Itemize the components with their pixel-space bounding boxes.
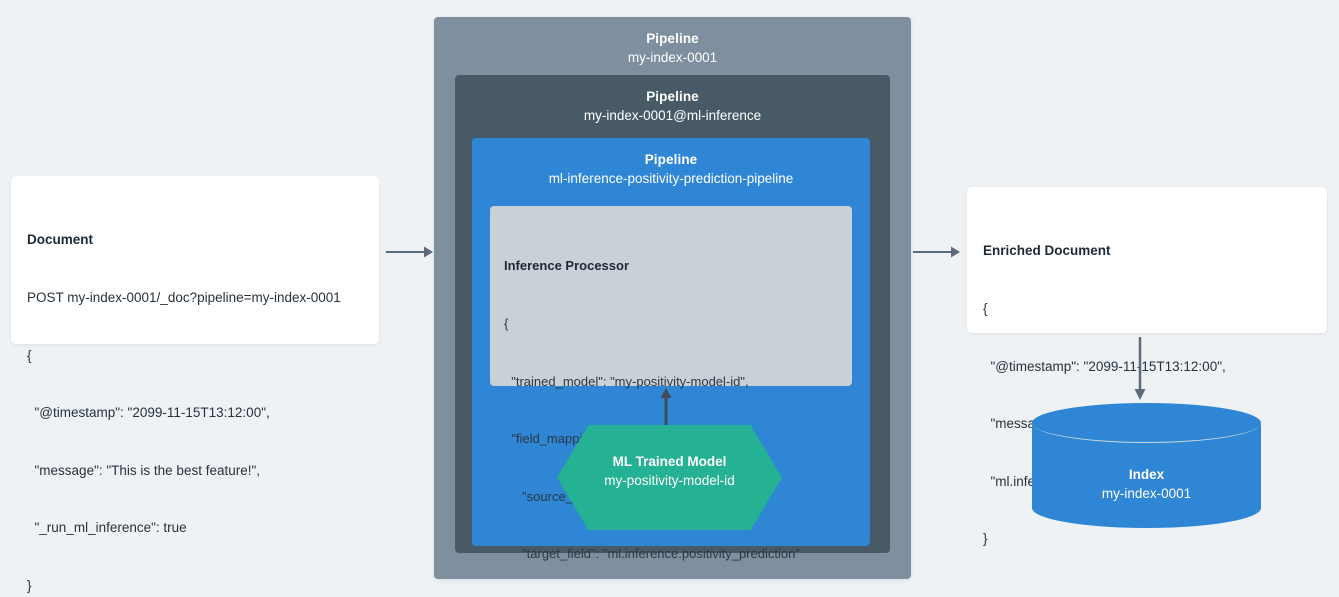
pipeline-inner-name: ml-inference-positivity-prediction-pipel…	[548, 171, 794, 186]
document-card-line-0: POST my-index-0001/_doc?pipeline=my-inde…	[27, 290, 341, 306]
document-card-line-1: {	[27, 347, 32, 363]
arrow-enriched-to-index-icon	[1132, 337, 1148, 406]
document-card-line-5: }	[27, 578, 32, 594]
document-card-line-3: "message": "This is the best feature!",	[27, 462, 261, 478]
pipeline-mid-name: my-index-0001@ml-inference	[583, 108, 762, 123]
index-cylinder-bottom	[1032, 488, 1261, 528]
index-label: Index	[1128, 467, 1165, 482]
index-cylinder-top	[1032, 403, 1261, 443]
ml-trained-model-name: my-positivity-model-id	[604, 473, 735, 488]
inference-processor-box: Inference Processor { "trained_model": "…	[490, 206, 852, 561]
document-card-title: Document	[27, 232, 94, 248]
document-card-line-4: "_run_ml_inference": true	[27, 520, 187, 536]
enriched-document-card: Enriched Document { "@timestamp": "2099-…	[967, 187, 1327, 546]
enriched-document-title: Enriched Document	[983, 243, 1111, 259]
enriched-document-line-0: {	[983, 301, 988, 317]
pipeline-mid-header: Pipeline my-index-0001@ml-inference	[455, 75, 890, 125]
enriched-document-line-4: }	[983, 531, 988, 547]
arrow-model-to-processor-icon	[658, 388, 674, 433]
pipeline-mid-label: Pipeline	[646, 89, 699, 104]
document-card-line-2: "@timestamp": "2099-11-15T13:12:00",	[27, 405, 270, 421]
inference-processor-line-4: "target_field": "ml.inference.positivity…	[504, 546, 800, 562]
index-cylinder-text: Index my-index-0001	[1032, 465, 1261, 503]
ml-trained-model-hexagon: ML Trained Model my-positivity-model-id	[557, 425, 782, 530]
pipeline-outer-label: Pipeline	[646, 31, 699, 46]
inference-processor-title: Inference Processor	[504, 258, 630, 274]
pipeline-outer-name: my-index-0001	[627, 50, 718, 65]
arrow-document-to-pipeline-icon	[386, 245, 434, 264]
ml-trained-model-label: ML Trained Model	[612, 454, 727, 469]
pipeline-inner-header: Pipeline ml-inference-positivity-predict…	[472, 138, 870, 188]
inference-processor-line-0: {	[504, 316, 509, 332]
index-name: my-index-0001	[1101, 486, 1192, 501]
document-card: Document POST my-index-0001/_doc?pipelin…	[11, 176, 379, 593]
pipeline-outer-header: Pipeline my-index-0001	[434, 17, 911, 67]
pipeline-inner-label: Pipeline	[644, 152, 698, 167]
enriched-document-line-1: "@timestamp": "2099-11-15T13:12:00",	[983, 358, 1226, 374]
arrow-pipeline-to-enriched-icon	[913, 245, 961, 264]
index-cylinder: Index my-index-0001	[1032, 403, 1261, 528]
inference-processor-line-1: "trained_model": "my-positivity-model-id…	[504, 373, 749, 389]
